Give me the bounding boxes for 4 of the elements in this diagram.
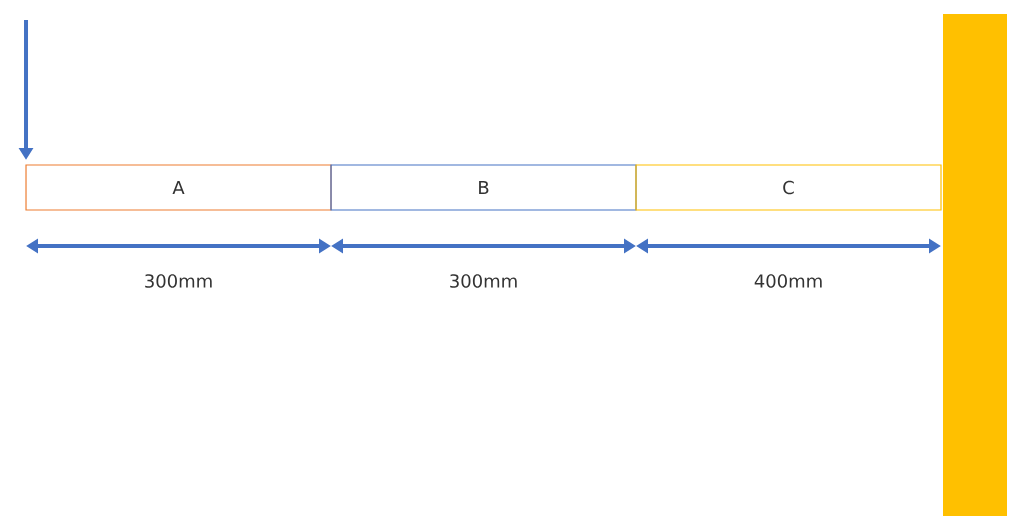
beam-segment: C — [635, 164, 942, 211]
wall-bar — [943, 14, 1007, 516]
beam-segment: A — [25, 164, 332, 211]
beam-segment: B — [330, 164, 637, 211]
